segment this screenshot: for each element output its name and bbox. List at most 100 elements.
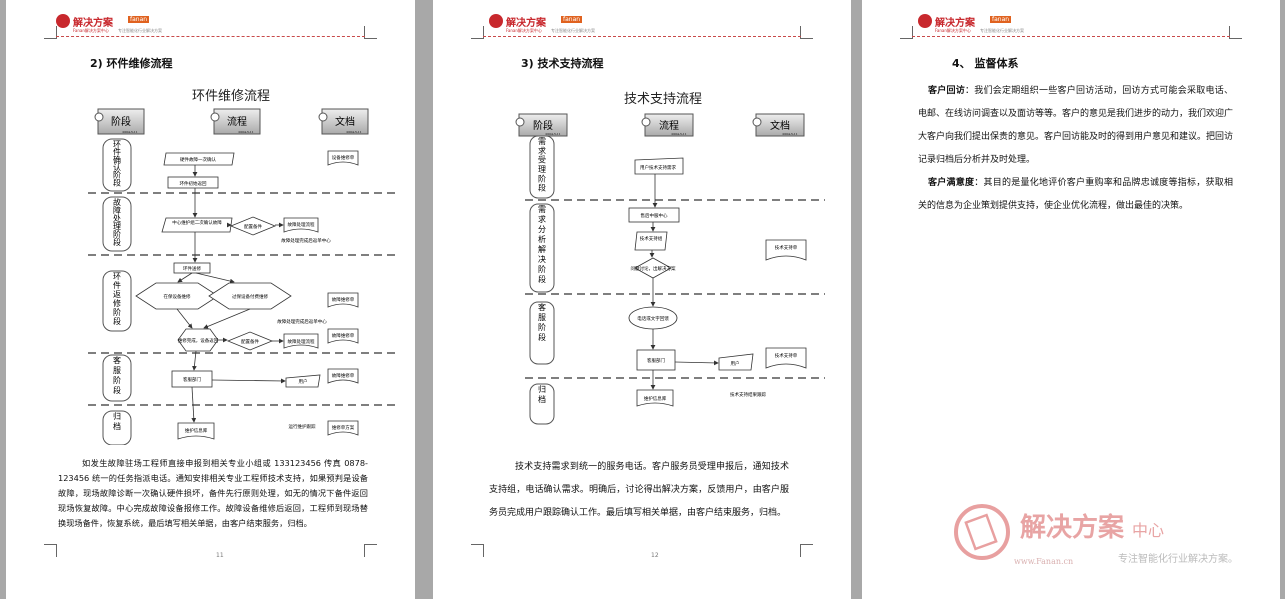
svg-text:技术支持组: 技术支持组 — [640, 235, 663, 242]
svg-text:流程: 流程 — [659, 119, 679, 132]
logo-title: 解决方案 — [73, 18, 113, 29]
stage-label-char: 阶 — [113, 375, 121, 385]
stage-label-char: 故 — [113, 197, 121, 207]
col-docs: 文档 — [335, 115, 355, 128]
logo-slogan: 专注智能化行业解决方案 — [118, 28, 162, 33]
body-paragraph: 客户满意度：其目的是量化地评价客户重购率和品牌忠诚度等指标，获取相关的信息为企业… — [918, 178, 1233, 211]
svg-text:环件初始返回: 环件初始返回 — [180, 180, 207, 187]
svg-text:技术支持单: 技术支持单 — [775, 352, 798, 359]
crop-mark — [471, 26, 484, 39]
column-header: 流程 2004-5-11 — [210, 108, 261, 135]
page-header: 解决方案 fanan Fanan解决方案中心 专注智能化行业解决方案 — [489, 12, 851, 46]
stage-label-char: 归 — [538, 384, 546, 394]
logo-mark-icon — [489, 14, 503, 28]
header-logo: 解决方案 fanan Fanan解决方案中心 专注智能化行业解决方案 — [56, 12, 162, 38]
crop-mark — [364, 544, 377, 557]
stage-label-char: 需 — [538, 137, 546, 146]
column-header: 阶段 2004-5-11 — [94, 108, 145, 135]
svg-text:用户: 用户 — [299, 378, 308, 385]
stage-label-char: 环 — [113, 140, 121, 149]
stage-label-char: 析 — [538, 234, 546, 244]
svg-text:维护信息库: 维护信息库 — [185, 427, 208, 434]
svg-text:电话或文字回馈: 电话或文字回馈 — [637, 315, 669, 322]
page-number: 12 — [651, 552, 659, 559]
svg-text:客服部门: 客服部门 — [183, 376, 201, 383]
stage-label-char: 确 — [113, 154, 121, 164]
svg-text:客服部门: 客服部门 — [647, 357, 665, 364]
stage-label-char: 件 — [113, 147, 121, 157]
logo-badge: fanan — [128, 16, 150, 23]
paragraph-lead: 客户回访 — [928, 86, 965, 96]
crop-mark — [44, 26, 57, 39]
stage-label-char: 段 — [538, 274, 546, 284]
stage-label-char: 解 — [538, 244, 546, 254]
stage-label-char: 服 — [538, 313, 546, 322]
stage-label-char: 档 — [538, 394, 546, 404]
stage-label-char: 阶 — [538, 322, 546, 332]
watermark-slogan: 专注智能化行业解决方案。 — [1118, 552, 1238, 565]
header-rule — [912, 36, 1230, 37]
watermark-logo-icon — [954, 504, 1010, 560]
header-rule — [56, 36, 365, 37]
column-header: 文档 2004-5-11 — [752, 113, 805, 137]
stage-label-char: 求 — [538, 145, 546, 155]
column-header: 文档 2004-5-11 — [318, 108, 369, 135]
svg-text:故障处理完成后返单中心: 故障处理完成后返单中心 — [281, 237, 331, 244]
stage-label-char: 障 — [113, 205, 121, 215]
stage-label-char: 求 — [538, 214, 546, 224]
stage-label-char: 阶 — [113, 229, 121, 239]
logo-sub: Fanan解决方案中心 — [73, 28, 109, 33]
stage-label-char: 阶 — [113, 170, 121, 180]
body-paragraph: 客户回访：我们会定期组织一些客户回访活动，回访方式可能会采取电话、电邮、在线访问… — [918, 86, 1234, 165]
svg-text:配置备件: 配置备件 — [241, 338, 259, 345]
stage-label-char: 归 — [113, 411, 121, 421]
svg-text:维修单方案: 维修单方案 — [332, 424, 355, 431]
section-heading: 3) 技术支持流程 — [521, 57, 604, 70]
stage-label-char: 处 — [113, 213, 121, 223]
column-header: 阶段 2004-5-11 — [515, 113, 568, 137]
stage-label-char: 受 — [538, 155, 546, 165]
svg-text:故障维修单: 故障维修单 — [332, 332, 355, 339]
header-logo: 解决方案 fanan Fanan解决方案中心 专注智能化行业解决方案 — [489, 12, 595, 38]
stage-label-char: 段 — [113, 316, 121, 326]
col-process: 流程 — [227, 115, 247, 128]
stage-label-char: 返 — [113, 290, 121, 299]
svg-text:设备维修单: 设备维修单 — [332, 154, 355, 161]
svg-text:中心: 中心 — [1132, 521, 1164, 540]
stage-label-char: 理 — [113, 222, 121, 231]
svg-text:售后中服中心: 售后中服中心 — [641, 212, 668, 219]
stage-label-char: 档 — [113, 421, 121, 431]
svg-text:用户技术支持需求: 用户技术支持需求 — [640, 164, 676, 171]
svg-text:2004-5-11: 2004-5-11 — [122, 130, 137, 134]
svg-text:运行维护跟踪: 运行维护跟踪 — [289, 423, 316, 430]
header-rule — [483, 36, 801, 37]
svg-text:在保设备维修: 在保设备维修 — [164, 293, 191, 300]
stage-label-char: 决 — [538, 254, 546, 264]
crop-mark — [364, 26, 377, 39]
document-page-12: 解决方案 fanan Fanan解决方案中心 专注智能化行业解决方案 3) 技术… — [433, 0, 851, 599]
column-header: 流程 2004-5-11 — [641, 113, 694, 137]
svg-text:环件送修: 环件送修 — [183, 265, 201, 272]
watermark: 解决方案 中心 www.Fanan.cn 专注智能化行业解决方案。 — [950, 502, 1270, 572]
header-logo: 解决方案 fanan Fanan解决方案中心 专注智能化行业解决方案 — [918, 12, 1024, 38]
stage-label-char: 认 — [113, 162, 121, 172]
logo-mark-icon — [918, 14, 932, 28]
paragraph-lead: 客户满意度 — [928, 178, 975, 188]
svg-text:配置备件: 配置备件 — [244, 223, 262, 230]
body-paragraph: 如发生故障驻场工程师直接申报到相关专业小组或 133123456 传真 0878… — [58, 458, 368, 528]
svg-text:文档: 文档 — [770, 119, 790, 132]
stage-label-char: 件 — [113, 280, 121, 290]
crop-mark — [44, 544, 57, 557]
stage-label-char: 客 — [538, 302, 546, 312]
svg-text:故障处理流程: 故障处理流程 — [288, 338, 315, 345]
page-number: 11 — [216, 552, 224, 559]
logo-mark-icon — [56, 14, 70, 28]
stage-label-char: 阶 — [538, 173, 546, 183]
page-header: 解决方案 fanan Fanan解决方案中心 专注智能化行业解决方案 — [56, 12, 415, 46]
crop-mark — [800, 544, 813, 557]
tech-support-flowchart: 阶段 2004-5-11 流程 2004-5-11 文档 2004-5-11 需… — [515, 113, 825, 425]
svg-text:2004-5-11: 2004-5-11 — [238, 130, 253, 134]
svg-text:2004-5-11: 2004-5-11 — [782, 132, 797, 136]
svg-text:故障处理完成后返单中心: 故障处理完成后返单中心 — [277, 318, 327, 325]
stage-label-char: 分 — [538, 225, 546, 234]
